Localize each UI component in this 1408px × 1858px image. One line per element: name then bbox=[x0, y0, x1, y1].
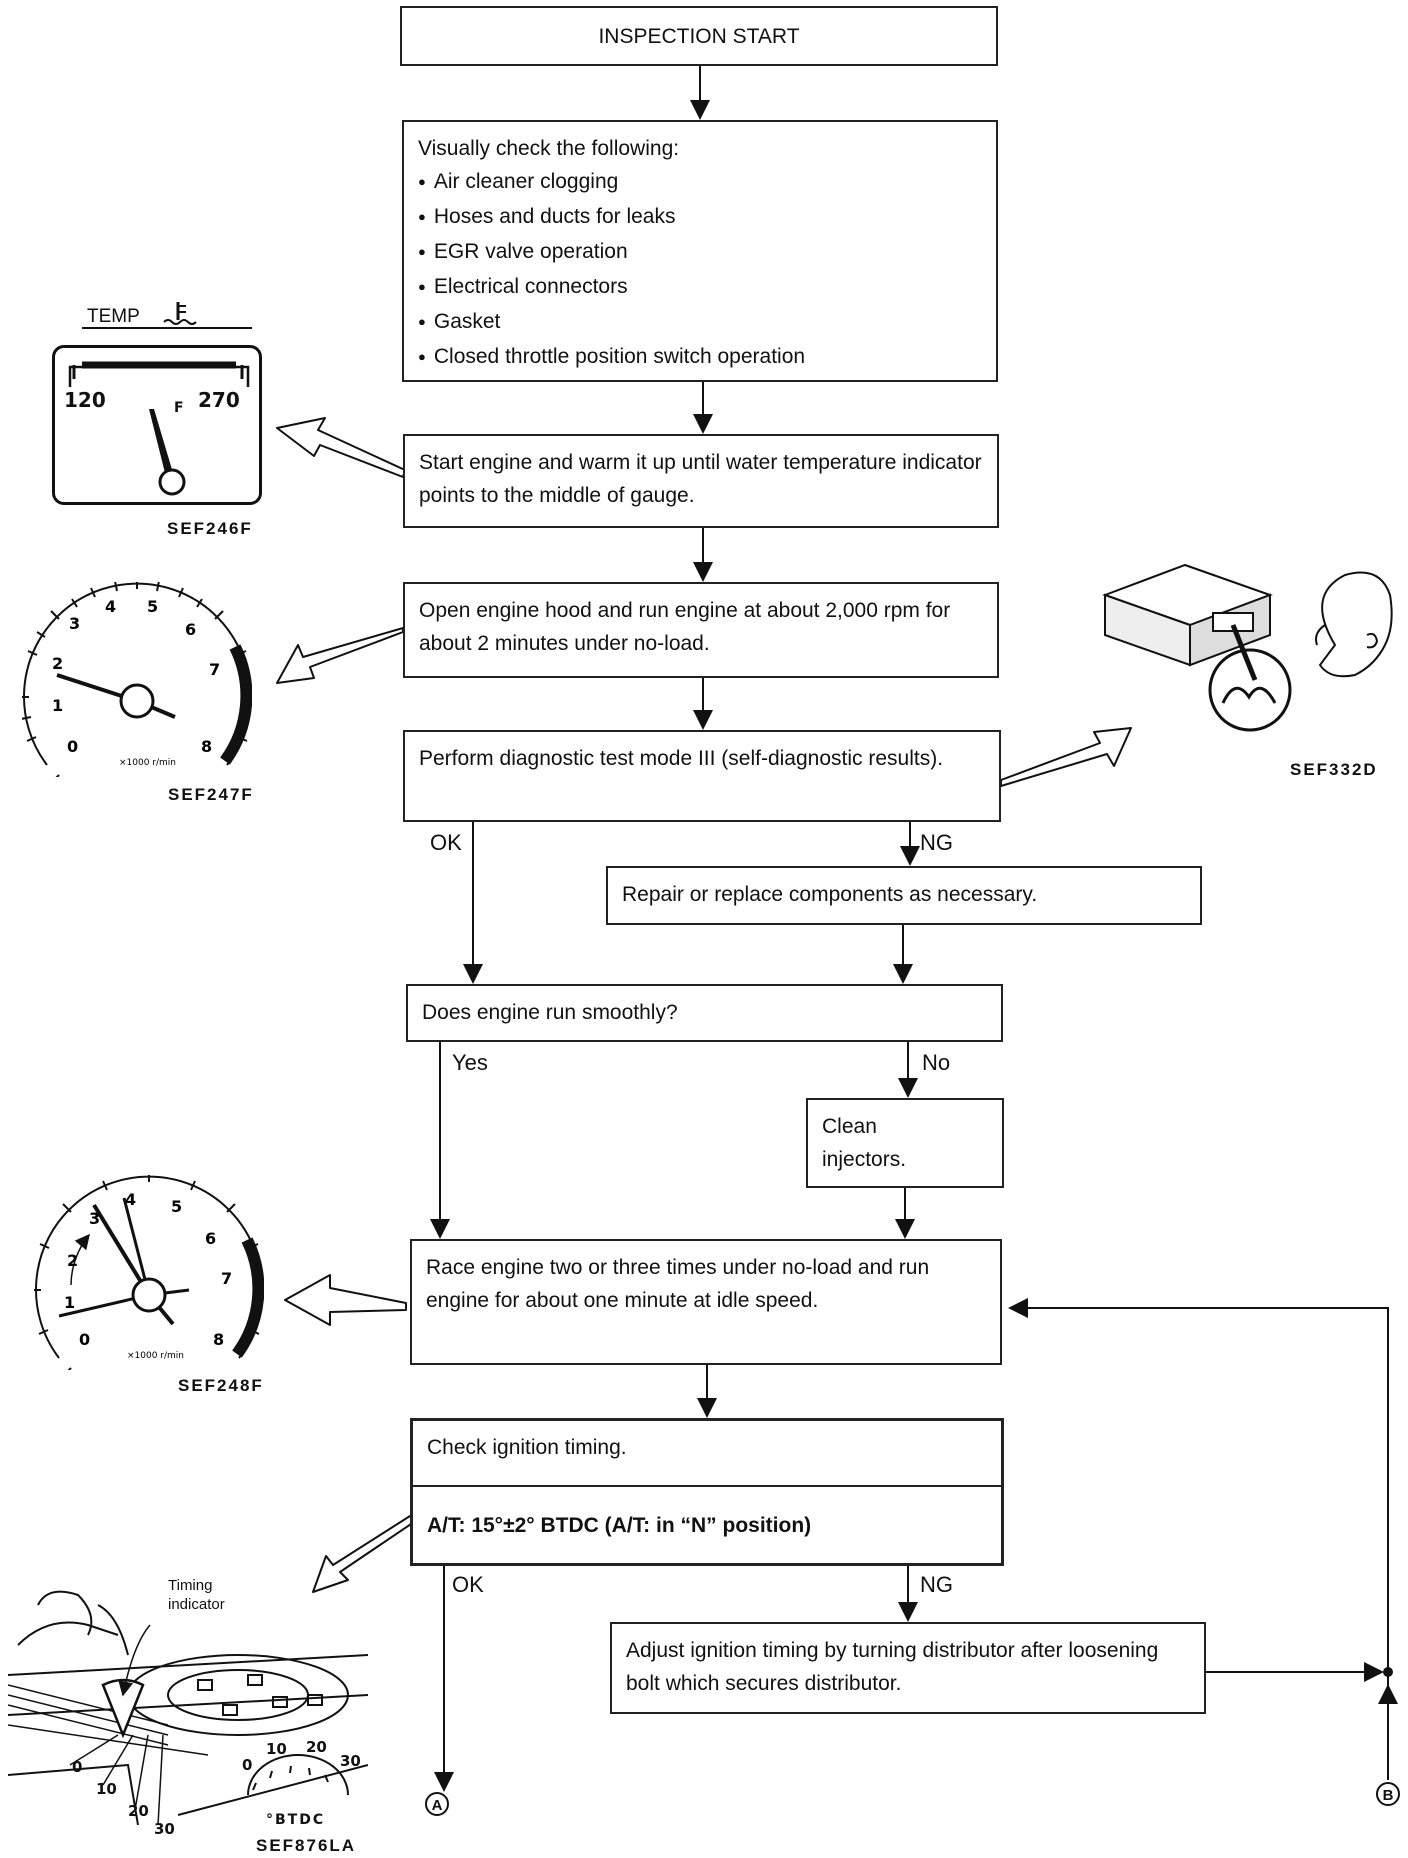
branch-ok2-label: OK bbox=[452, 1572, 484, 1597]
timing-indicator-illustration bbox=[8, 1590, 368, 1825]
tachometer-2-figure: 0 1 2 3 4 5 6 7 8 ×1000 r/min bbox=[34, 1175, 264, 1370]
tach1-tick-label: 6 bbox=[185, 620, 196, 639]
engine-smooth-text: Does engine run smoothly? bbox=[422, 1001, 678, 1024]
connector-b: B bbox=[1376, 1782, 1400, 1806]
temp-label: TEMP bbox=[87, 306, 140, 327]
visual-item: Gasket bbox=[418, 305, 982, 340]
connector-b-label: B bbox=[1382, 1787, 1394, 1804]
tach1-unit: ×1000 r/min bbox=[119, 758, 176, 768]
clean-injectors-box: Clean injectors. bbox=[806, 1098, 1004, 1188]
visual-item: Electrical connectors bbox=[418, 270, 982, 305]
timing-scale-label: 10 bbox=[96, 1780, 117, 1798]
pointer-arrow-tach1 bbox=[276, 627, 404, 684]
tachometer-1-figure: 0 1 2 3 4 5 6 7 8 ×1000 r/min bbox=[22, 582, 252, 777]
timing-scale-label: 0 bbox=[72, 1758, 83, 1776]
visual-check-title: Visually check the following: bbox=[418, 137, 680, 160]
tach1-tick-label: 0 bbox=[67, 737, 78, 756]
timing-scale-label: 20 bbox=[128, 1802, 149, 1820]
pointer-arrow-tach2 bbox=[284, 1274, 407, 1326]
connector-a: A bbox=[425, 1792, 449, 1816]
btdc-scale-label: 30 bbox=[340, 1752, 361, 1770]
branch-ng2-label: NG bbox=[920, 1572, 953, 1597]
diagnostic-test-box: Perform diagnostic test mode III (self-d… bbox=[403, 730, 1001, 822]
visual-item: Hoses and ducts for leaks bbox=[418, 200, 982, 235]
visual-item: EGR valve operation bbox=[418, 235, 982, 270]
warm-up-box: Start engine and warm it up until water … bbox=[403, 434, 999, 528]
tach1-tick-label: 1 bbox=[52, 696, 63, 715]
tach2-tick-label: 1 bbox=[64, 1293, 75, 1312]
branch-yes-label: Yes bbox=[452, 1050, 488, 1075]
caption-sef246f: SEF246F bbox=[167, 519, 253, 538]
thermometer-icon bbox=[163, 302, 197, 325]
caption-sef332d: SEF332D bbox=[1290, 760, 1378, 779]
tach1-tick-label: 3 bbox=[69, 614, 80, 633]
visual-item: Air cleaner clogging bbox=[418, 165, 982, 200]
btdc-label: °BTDC bbox=[266, 1812, 326, 1828]
race-engine-box: Race engine two or three times under no-… bbox=[410, 1239, 1002, 1365]
btdc-scale-label: 20 bbox=[306, 1738, 327, 1756]
warm-up-text: Start engine and warm it up until water … bbox=[419, 451, 982, 507]
tach2-unit: ×1000 r/min bbox=[127, 1351, 184, 1361]
temp-gauge-dial bbox=[68, 361, 250, 496]
tach2-tick-label: 3 bbox=[89, 1209, 100, 1228]
tach2-ticks bbox=[34, 1175, 264, 1370]
repair-text: Repair or replace components as necessar… bbox=[622, 883, 1038, 906]
ecu-diagnosis-illustration bbox=[1102, 563, 1393, 732]
tach2-tick-label: 2 bbox=[67, 1251, 78, 1270]
temp-gauge-figure: TEMP 120 270 F bbox=[50, 300, 290, 515]
ignition-timing-spec: A/T: 15°±2° BTDC (A/T: in “N” position) bbox=[427, 1514, 812, 1537]
tach1-tick-label: 7 bbox=[209, 660, 220, 679]
loop-back-line bbox=[1008, 1298, 1389, 1780]
branch-ng-label: NG bbox=[920, 830, 953, 855]
ignition-timing-title: Check ignition timing. bbox=[413, 1421, 1001, 1487]
tach1-ticks bbox=[22, 582, 252, 777]
temp-label-underline bbox=[82, 327, 252, 329]
adjust-timing-box: Adjust ignition timing by turning distri… bbox=[610, 1622, 1206, 1714]
btdc-scale-label: 0 bbox=[242, 1756, 253, 1774]
inspection-start-text: INSPECTION START bbox=[598, 25, 800, 48]
temp-mark-label: F bbox=[174, 400, 184, 416]
inspection-start-box: INSPECTION START bbox=[400, 6, 998, 66]
pointer-arrow-timing bbox=[312, 1515, 415, 1593]
connector-a-label: A bbox=[431, 1797, 443, 1814]
temp-gauge-face bbox=[52, 345, 262, 505]
tach1-tick-label: 4 bbox=[105, 597, 116, 616]
race-engine-text: Race engine two or three times under no-… bbox=[426, 1256, 930, 1312]
clean-injectors-text: Clean injectors. bbox=[822, 1115, 907, 1171]
caption-sef876la: SEF876LA bbox=[256, 1836, 357, 1855]
tach2-tick-label: 4 bbox=[125, 1190, 136, 1209]
tach2-tick-label: 0 bbox=[79, 1330, 90, 1349]
tach1-tick-label: 2 bbox=[52, 654, 63, 673]
timing-scale-label: 30 bbox=[154, 1820, 175, 1838]
tach2-tick-label: 8 bbox=[213, 1330, 224, 1349]
btdc-scale-label: 10 bbox=[266, 1740, 287, 1758]
tach1-tick-label: 8 bbox=[201, 737, 212, 756]
engine-hood-box: Open engine hood and run engine at about… bbox=[403, 582, 999, 678]
repair-box: Repair or replace components as necessar… bbox=[606, 866, 1202, 925]
engine-smooth-box: Does engine run smoothly? bbox=[406, 984, 1003, 1042]
visual-item: Closed throttle position switch operatio… bbox=[418, 340, 982, 375]
tach2-tick-label: 6 bbox=[205, 1229, 216, 1248]
visual-check-box: Visually check the following: Air cleane… bbox=[402, 120, 998, 382]
temp-high-label: 270 bbox=[198, 388, 240, 412]
engine-hood-text: Open engine hood and run engine at about… bbox=[419, 599, 951, 655]
diagnostic-test-text: Perform diagnostic test mode III (self-d… bbox=[419, 747, 944, 770]
temp-low-label: 120 bbox=[64, 388, 106, 412]
branch-no-label: No bbox=[922, 1050, 951, 1075]
caption-sef247f: SEF247F bbox=[168, 785, 254, 804]
pointer-arrow-ecu bbox=[1000, 727, 1132, 787]
caption-sef248f: SEF248F bbox=[178, 1376, 264, 1395]
tach1-tick-label: 5 bbox=[147, 597, 158, 616]
ignition-timing-box: Check ignition timing. A/T: 15°±2° BTDC … bbox=[410, 1418, 1004, 1566]
adjust-timing-text: Adjust ignition timing by turning distri… bbox=[626, 1639, 1159, 1695]
branch-ok-label: OK bbox=[430, 830, 462, 855]
tach2-tick-label: 5 bbox=[171, 1197, 182, 1216]
tach2-tick-label: 7 bbox=[221, 1269, 232, 1288]
pointer-arrow-temp bbox=[276, 417, 406, 478]
timing-indicator-label: Timing indicator bbox=[168, 1577, 225, 1613]
